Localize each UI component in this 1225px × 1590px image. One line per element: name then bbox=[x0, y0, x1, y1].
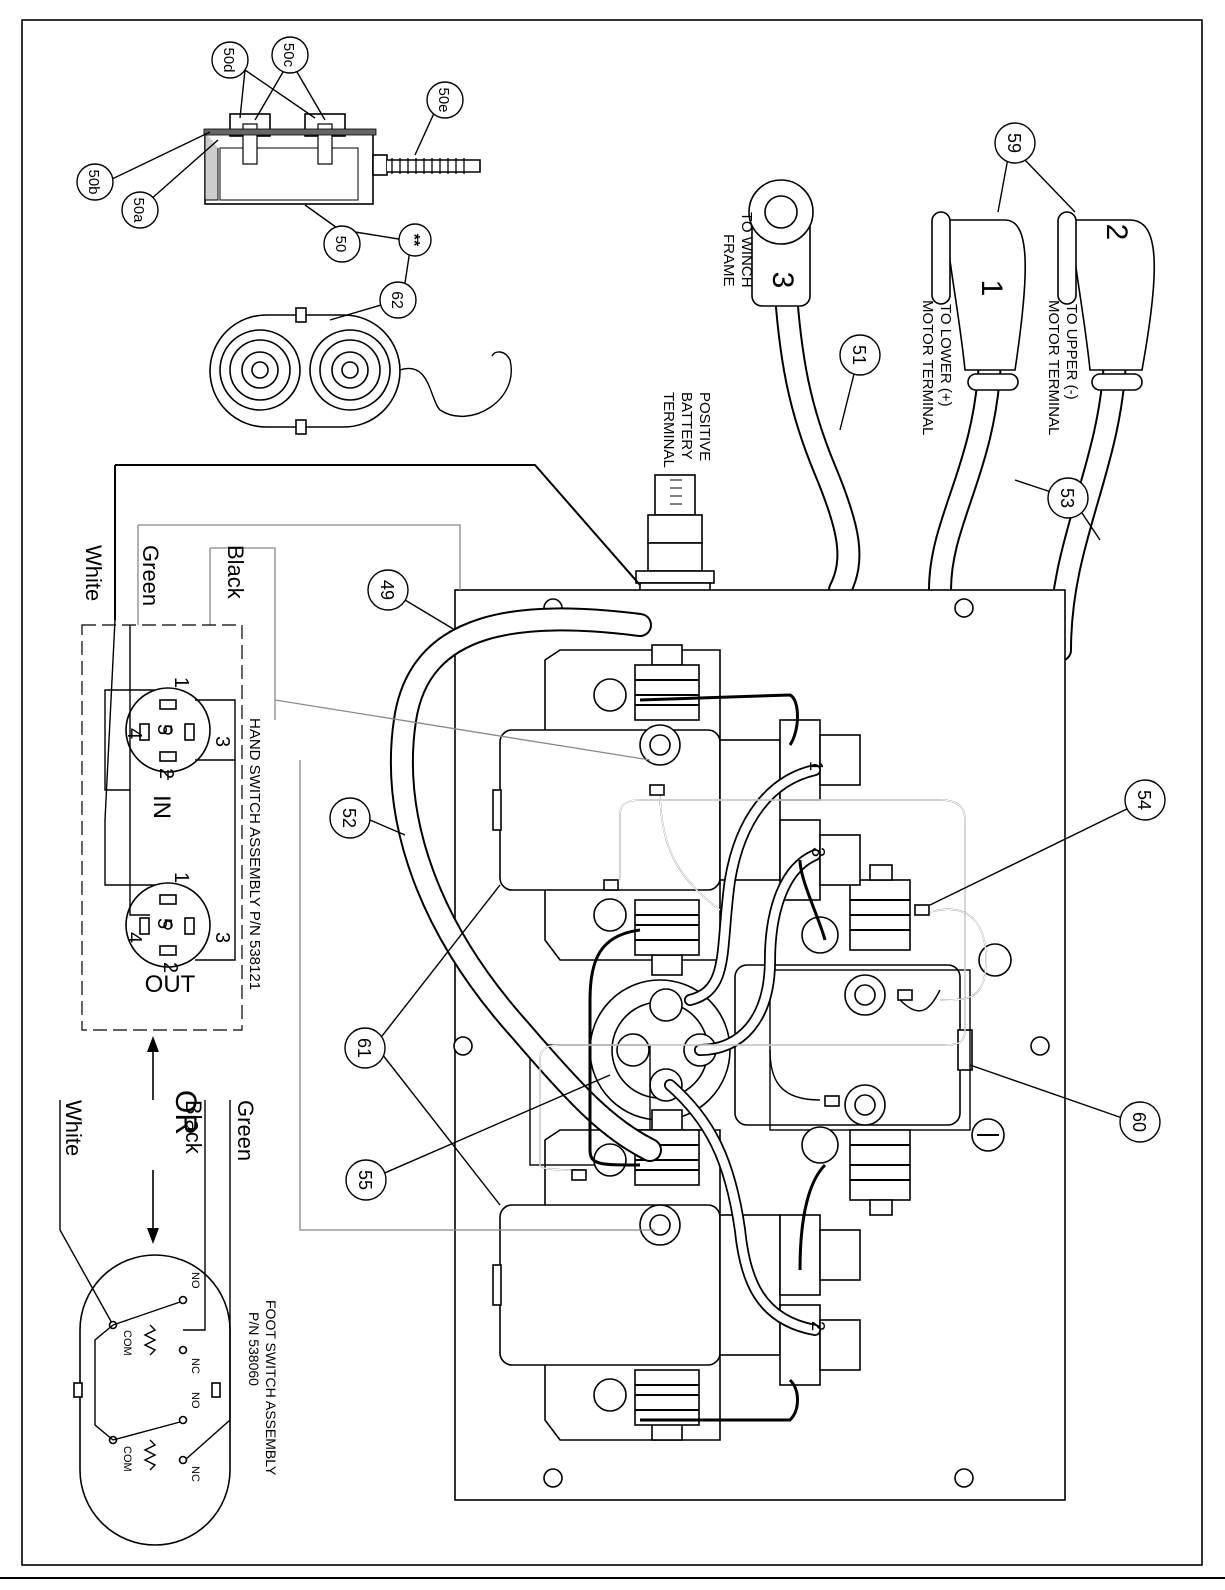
diagram-label: 5 bbox=[153, 724, 175, 735]
diagram-label: COM bbox=[121, 1330, 133, 1356]
diagram-label: 2 bbox=[155, 768, 177, 779]
diagram-label: 3 bbox=[211, 932, 233, 943]
diagram-label: 61 bbox=[354, 1038, 374, 1058]
callout-51: 51 bbox=[839, 334, 881, 376]
callout-59: 59 bbox=[994, 122, 1036, 164]
wire-black-label: Black bbox=[223, 545, 248, 600]
diagram-label: 60 bbox=[1129, 1112, 1149, 1132]
boot-1-number: 1 bbox=[975, 280, 1008, 297]
foot-white-label: White bbox=[61, 1100, 86, 1156]
ground-cable-51: 3 bbox=[748, 179, 861, 602]
diagram-label: 1 bbox=[170, 677, 192, 688]
diagram-label: COM bbox=[121, 1446, 133, 1472]
diagram-label: 5 bbox=[153, 918, 175, 929]
hand-switch-label: HAND SWITCH ASSEMBLY P/N 538121 bbox=[246, 718, 263, 990]
diagram-label: NC bbox=[189, 1358, 201, 1374]
out-label: OUT bbox=[145, 971, 196, 998]
or-label: OR bbox=[169, 1090, 202, 1135]
wire-green-label: Green bbox=[138, 545, 163, 606]
diagram-label: 62 bbox=[388, 291, 405, 309]
diagram-label: 59 bbox=[1004, 133, 1024, 153]
diagram-label: 3 bbox=[211, 736, 233, 747]
callout-50e: 50e bbox=[426, 81, 464, 119]
terminal-1-label: 1 bbox=[806, 761, 826, 771]
lower-motor-label-2: MOTOR TERMINAL bbox=[919, 300, 936, 435]
pos-batt-label-2: BATTERY bbox=[678, 392, 695, 460]
hand-switch-connector-out bbox=[104, 619, 236, 968]
diagram-label: 50e bbox=[435, 87, 452, 112]
in-label: IN bbox=[148, 795, 175, 819]
lug-number: 3 bbox=[766, 272, 799, 289]
diagram-label: 50b bbox=[85, 169, 102, 194]
heavy-cables bbox=[389, 607, 827, 1422]
callout-50b: 50b bbox=[76, 163, 114, 201]
page-border bbox=[21, 19, 1203, 1566]
diagram-label: ** bbox=[405, 234, 422, 247]
solenoids bbox=[492, 649, 973, 1441]
callouts: 50d 50c 50e 50b 50a 50 ** 62 59 51 53 49… bbox=[76, 36, 1166, 1201]
callout-53: 53 bbox=[1047, 477, 1089, 519]
to-winch-label-2: FRAME bbox=[720, 234, 737, 287]
diagram-label: 4 bbox=[123, 932, 145, 943]
upper-motor-label-2: MOTOR TERMINAL bbox=[1045, 300, 1062, 435]
diagram-label: 54 bbox=[1134, 790, 1154, 810]
callout-54: 54 bbox=[1124, 779, 1166, 821]
diagram-label: NC bbox=[189, 1466, 201, 1482]
diagram-label: 50d bbox=[220, 47, 237, 72]
wire-white-label: White bbox=[81, 545, 106, 601]
diagram-label: 50 bbox=[332, 236, 349, 253]
pos-batt-label-1: POSITIVE bbox=[696, 392, 713, 461]
callout-50d: 50d bbox=[211, 41, 249, 79]
callout-50a: 50a bbox=[121, 191, 159, 229]
callout-55: 55 bbox=[345, 1159, 387, 1201]
callout-52: 52 bbox=[329, 797, 371, 839]
hand-switch-box bbox=[81, 624, 243, 1031]
text-labels: TO WINCH FRAME TO LOWER (+) MOTOR TERMIN… bbox=[61, 212, 1080, 1482]
pos-batt-label-3: TERMINAL bbox=[660, 392, 677, 468]
junction-box-50 bbox=[203, 113, 481, 205]
motor-cables-53: 1 2 bbox=[928, 211, 1156, 662]
diagram-label: NO bbox=[189, 1272, 201, 1289]
callout-62: 62 bbox=[379, 281, 417, 319]
upper-motor-label-1: TO UPPER (-) bbox=[1063, 304, 1080, 400]
diagram-label: 51 bbox=[849, 345, 869, 365]
foot-green-label: Green bbox=[233, 1100, 258, 1161]
foot-black-label: Black bbox=[181, 1100, 206, 1155]
boot-2-number: 2 bbox=[1100, 224, 1133, 241]
callout-49: 49 bbox=[367, 569, 409, 611]
diagram-label: 55 bbox=[355, 1170, 375, 1190]
callout-star: ** bbox=[398, 223, 432, 257]
diagram-label: 50a bbox=[130, 197, 147, 223]
callout-50c: 50c bbox=[271, 36, 309, 74]
diagram-label: 50c bbox=[280, 43, 297, 68]
hand-switch-connector-in bbox=[104, 687, 236, 791]
diagram-label: NO bbox=[189, 1392, 201, 1409]
terminal-stacks bbox=[593, 644, 1012, 1441]
terminal-3-label: 3 bbox=[808, 847, 828, 857]
to-winch-label-1: TO WINCH bbox=[738, 212, 755, 288]
diagram-label: 4 bbox=[123, 728, 145, 739]
diagram-label: 49 bbox=[377, 580, 397, 600]
diagram-label: 1 bbox=[170, 872, 192, 883]
diagram-label: 52 bbox=[339, 808, 359, 828]
foot-switch-label-2: P/N 538060 bbox=[246, 1312, 262, 1386]
terminal-2-label: 2 bbox=[808, 1321, 828, 1331]
callout-60: 60 bbox=[1119, 1101, 1161, 1143]
foot-switch-label-1: FOOT SWITCH ASSEMBLY bbox=[263, 1300, 279, 1476]
callout-50: 50 bbox=[323, 225, 361, 263]
or-arrow bbox=[138, 1036, 170, 1244]
hand-switch-wiring bbox=[114, 464, 655, 1231]
diagram-label: 53 bbox=[1057, 488, 1077, 508]
lower-motor-label-1: TO LOWER (+) bbox=[937, 304, 954, 407]
callout-61: 61 bbox=[344, 1027, 386, 1069]
jumper-wires bbox=[539, 784, 987, 1181]
diagram-label: 2 bbox=[159, 962, 181, 973]
foot-switch bbox=[59, 1100, 231, 1546]
plug-62 bbox=[209, 307, 512, 435]
